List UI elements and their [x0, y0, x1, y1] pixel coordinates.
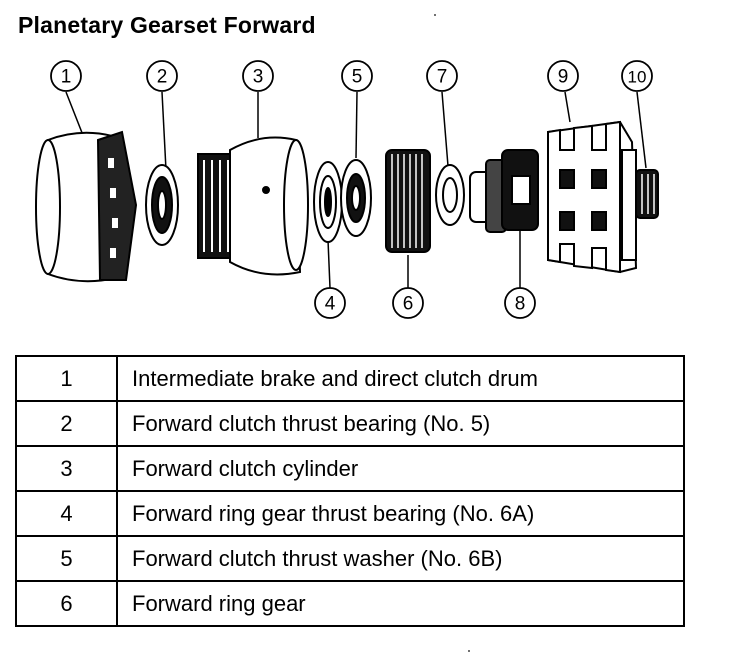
callout-circle-5 [341, 60, 373, 92]
page-title: Planetary Gearset Forward [18, 12, 316, 38]
part-description-cell: Forward ring gear thrust bearing (No. 6A… [116, 490, 685, 537]
part-number-cell: 1 [15, 355, 118, 402]
callout-label-1: 1 [61, 67, 72, 88]
part-description-cell: Forward clutch thrust washer (No. 6B) [116, 535, 685, 582]
part-description-cell: Forward ring gear [116, 580, 685, 627]
callout-label-4: 4 [325, 294, 336, 315]
table-row: 1 Intermediate brake and direct clutch d… [15, 355, 685, 402]
callout-circle-9 [547, 60, 579, 92]
table-row: 2 Forward clutch thrust bearing (No. 5) [15, 400, 685, 447]
part-number-cell: 2 [15, 400, 118, 447]
part-number-cell: 4 [15, 490, 118, 537]
exploded-view-diagram: 1 2 3 4 5 6 7 8 9 10 [35, 60, 659, 319]
parts-legend-table: 1 Intermediate brake and direct clutch d… [15, 355, 685, 627]
part-8-hub-shape [469, 149, 539, 233]
callout-label-3: 3 [253, 67, 264, 88]
leader-line-2 [161, 91, 167, 171]
part-7-washer-shape [435, 164, 465, 226]
part-description-cell: Forward clutch thrust bearing (No. 5) [116, 400, 685, 447]
callout-circle-4 [314, 287, 346, 319]
callout-label-6: 6 [403, 294, 414, 315]
callout-circle-6 [392, 287, 424, 319]
callout-circle-2 [146, 60, 178, 92]
callout-label-9: 9 [558, 67, 569, 88]
part-number-cell: 6 [15, 580, 118, 627]
leader-line-4 [327, 239, 331, 289]
callout-circle-1 [50, 60, 82, 92]
callout-label-8: 8 [515, 294, 526, 315]
part-description-cell: Intermediate brake and direct clutch dru… [116, 355, 685, 402]
part-10-shaft-stub-shape [635, 169, 659, 219]
callout-circle-8 [504, 287, 536, 319]
part-1-drum-shape [35, 130, 138, 283]
callout-label-7: 7 [437, 67, 448, 88]
scan-speck [468, 650, 470, 652]
part-2-thrust-bearing-shape [145, 164, 179, 246]
part-number-cell: 3 [15, 445, 118, 492]
callout-label-5: 5 [352, 67, 363, 88]
callout-circle-3 [242, 60, 274, 92]
table-row: 5 Forward clutch thrust washer (No. 6B) [15, 535, 685, 582]
part-6-ring-gear-shape [385, 149, 431, 253]
part-number-cell: 5 [15, 535, 118, 582]
leader-line-7 [441, 91, 449, 167]
scan-speck [434, 14, 436, 16]
table-row: 6 Forward ring gear [15, 580, 685, 627]
table-row: 4 Forward ring gear thrust bearing (No. … [15, 490, 685, 537]
part-4-ring-gear-bearing-shape [313, 161, 343, 243]
part-3-clutch-cylinder-shape [197, 136, 309, 276]
callout-circle-10 [621, 60, 653, 92]
part-9-carrier-shape [547, 120, 638, 274]
callout-circle-7 [426, 60, 458, 92]
leader-line-10 [636, 91, 647, 169]
callout-label-10: 10 [628, 68, 647, 87]
part-5-thrust-washer-shape [340, 159, 372, 237]
table-row: 3 Forward clutch cylinder [15, 445, 685, 492]
part-description-cell: Forward clutch cylinder [116, 445, 685, 492]
leader-line-5 [355, 91, 358, 159]
leader-line-9 [564, 91, 571, 123]
callout-label-2: 2 [157, 67, 168, 88]
